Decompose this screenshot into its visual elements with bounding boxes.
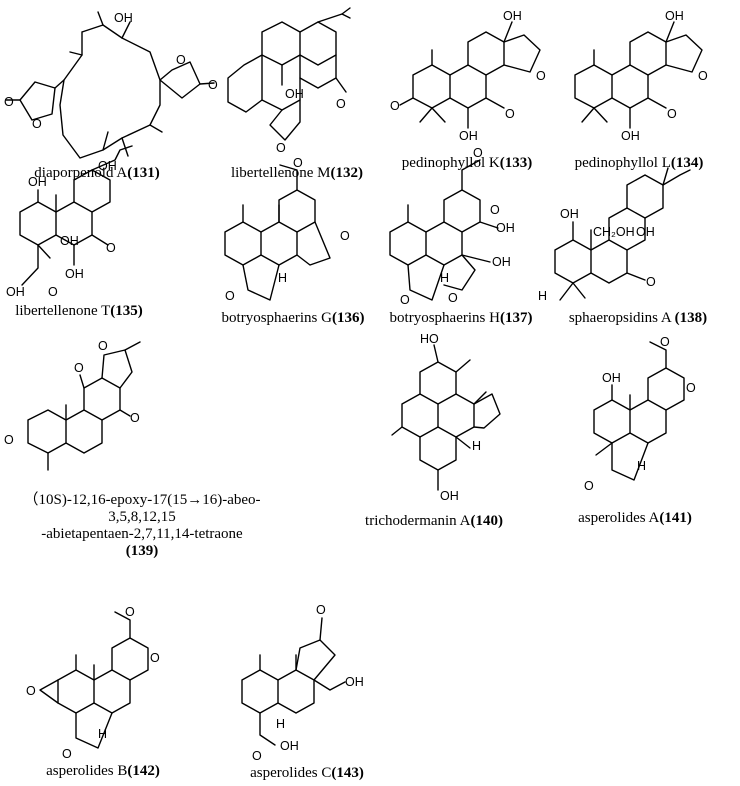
atom-label-o: O — [505, 107, 515, 121]
atom-label-oh: OH — [65, 267, 84, 281]
atom-label-o: O — [4, 433, 14, 447]
atom-label-h: H — [440, 271, 449, 285]
atom-label-o: O — [106, 241, 116, 255]
atom-label-oh: OH — [503, 9, 522, 23]
atom-label-o: O — [176, 53, 186, 67]
caption-143: asperolides C(143) — [250, 765, 364, 781]
atom-label-o: O — [390, 99, 400, 113]
structure-134: OH O O OH — [574, 9, 708, 143]
caption-137: botryosphaerins H(137) — [389, 310, 533, 326]
atom-label-o: O — [336, 97, 346, 111]
caption-139: （10S)-12,16-epoxy-17(15→16)-abeo- 3,5,8,… — [23, 492, 261, 559]
atom-label-oh: OH — [345, 675, 364, 689]
atom-label-h: H — [538, 289, 547, 303]
atom-label-o: O — [26, 684, 36, 698]
atom-label-o: O — [686, 381, 696, 395]
atom-label-o: O — [225, 289, 235, 303]
atom-label-oh: OH — [440, 489, 459, 503]
atom-label-oh: OH — [602, 371, 621, 385]
atom-label-o: O — [4, 95, 14, 109]
atom-label-h: H — [276, 717, 285, 731]
atom-label-o: O — [293, 156, 303, 170]
atom-label-o: O — [536, 69, 546, 83]
atom-label-oh: OH — [665, 9, 684, 23]
atom-label-o: O — [252, 749, 262, 763]
atom-label-o: O — [340, 229, 350, 243]
atom-label-o: O — [62, 747, 72, 761]
atom-label-oh: OH — [492, 255, 511, 269]
caption-142: asperolides B(142) — [46, 763, 160, 779]
structure-137: O O OH OH H O O — [389, 146, 515, 307]
atom-label-h: H — [472, 439, 481, 453]
atom-label-o: O — [32, 117, 42, 131]
caption-140: trichodermanin A(140) — [365, 513, 503, 529]
atom-label-o: O — [400, 293, 410, 307]
caption-135: libertellenone T(135) — [15, 303, 143, 319]
structure-131: OH OH O O O O — [4, 11, 218, 173]
atom-label-o: O — [646, 275, 656, 289]
structure-136: O O H O — [224, 156, 350, 303]
structure-133: OH O O OH O — [390, 9, 546, 143]
atom-label-o: O — [125, 605, 135, 619]
caption-138: sphaeropsidins A (138) — [568, 310, 708, 326]
structure-140: HO H OH — [391, 332, 501, 503]
atom-label-oh: OH — [280, 739, 299, 753]
atom-label-ho: HO — [420, 332, 439, 346]
structure-139: O O O O — [4, 339, 141, 471]
structure-138: OH CH₂OH OH O H — [538, 167, 691, 303]
caption-134: pedinophyllol L(134) — [574, 155, 704, 171]
atom-label-o: O — [150, 651, 160, 665]
atom-label-o: O — [74, 361, 84, 375]
atom-label-oh: OH — [496, 221, 515, 235]
atom-label-o: O — [276, 141, 286, 155]
atom-label-oh: OH — [459, 129, 478, 143]
atom-label-o: O — [584, 479, 594, 493]
atom-label-o: O — [48, 285, 58, 299]
caption-141: asperolides A(141) — [578, 510, 692, 526]
structure-141: O O OH H O — [584, 335, 696, 493]
atom-label-o: O — [667, 107, 677, 121]
atom-label-oh: OH — [28, 175, 47, 189]
caption-132: libertellenone M(132) — [230, 165, 364, 181]
atom-label-o: O — [208, 78, 218, 92]
atom-label-oh: OH — [285, 87, 304, 101]
atom-label-h: H — [278, 271, 287, 285]
atom-label-oh: OH — [560, 207, 579, 221]
atom-label-o: O — [316, 603, 326, 617]
atom-label-oh: OH — [114, 11, 133, 25]
structure-135: OH OH O OH OH O — [6, 145, 133, 299]
caption-131: diaporpenoid A(131) — [34, 165, 160, 181]
atom-label-o: O — [698, 69, 708, 83]
atom-label-o: O — [660, 335, 670, 349]
structure-142: O O O H O — [26, 605, 160, 761]
atom-label-h: H — [637, 459, 646, 473]
atom-label-o: O — [130, 411, 140, 425]
atom-label-ch2oh: CH₂OH — [593, 225, 635, 239]
atom-label-o: O — [448, 291, 458, 305]
atom-label-h: H — [98, 727, 107, 741]
atom-label-oh: OH — [98, 159, 117, 173]
caption-136: botryosphaerins G(136) — [221, 310, 365, 326]
structure-143: O OH H O OH — [241, 603, 364, 763]
structure-132: OH O O — [227, 7, 351, 155]
atom-label-oh: OH — [60, 234, 79, 248]
atom-label-oh: OH — [636, 225, 655, 239]
caption-133: pedinophyllol K(133) — [401, 155, 533, 171]
atom-label-oh: OH — [621, 129, 640, 143]
atom-label-oh: OH — [6, 285, 25, 299]
atom-label-o: O — [473, 146, 483, 160]
atom-label-o: O — [98, 339, 108, 353]
atom-label-o: O — [490, 203, 500, 217]
